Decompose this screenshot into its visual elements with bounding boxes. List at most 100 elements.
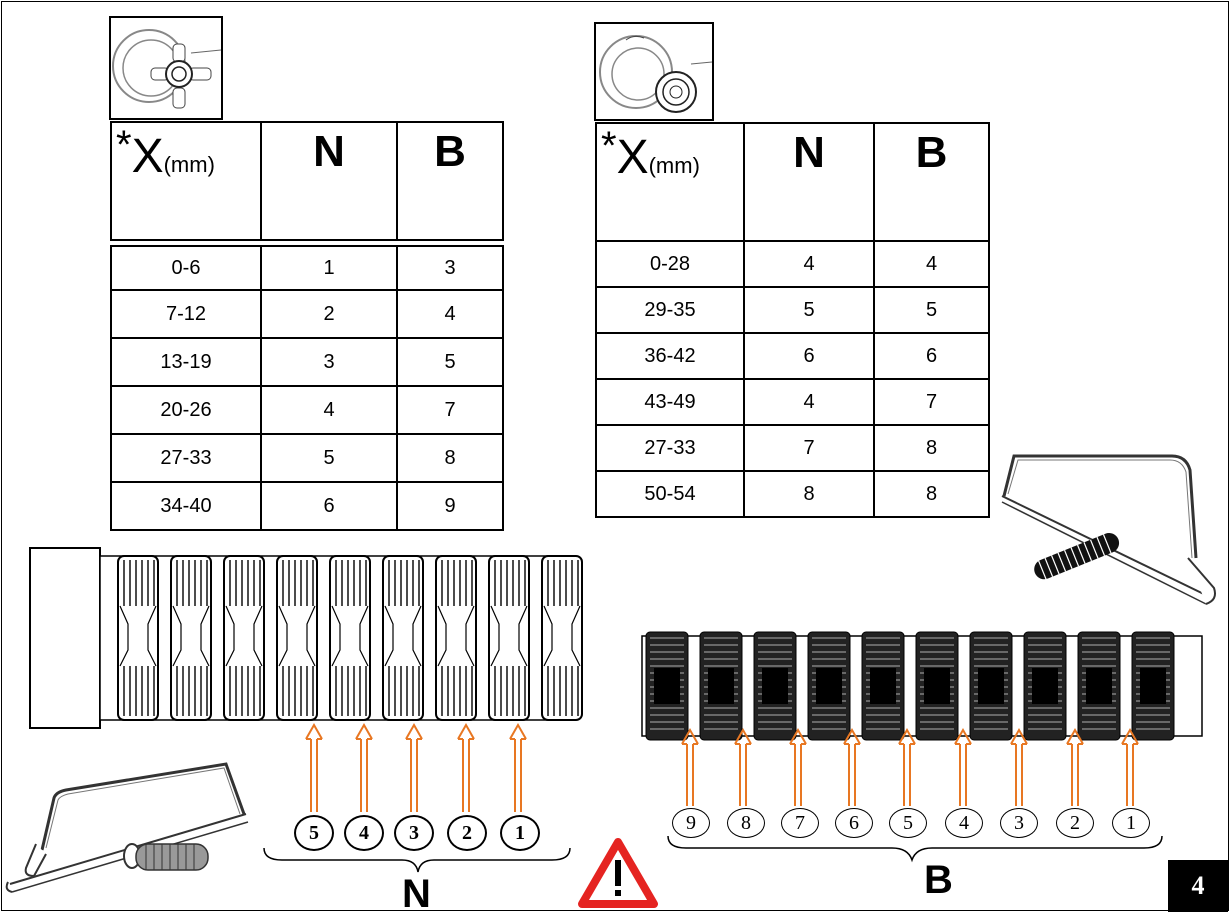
cut-arrow (1121, 727, 1139, 806)
b-ring (861, 631, 905, 741)
cell: 50-54 (595, 470, 745, 518)
n-collar (276, 555, 318, 721)
cell: 8 (873, 424, 990, 472)
warning-icon (578, 838, 658, 908)
cell: 0-6 (110, 245, 262, 291)
cell: 20-26 (110, 385, 262, 435)
cell: 3 (396, 245, 504, 291)
n-collar (488, 555, 530, 721)
b-position-marker: 9 (672, 808, 710, 838)
n-extension-rod-drawing (29, 547, 583, 729)
n-collar (541, 555, 583, 721)
cell: 8 (873, 470, 990, 518)
cut-arrow (355, 722, 373, 812)
b-ring (699, 631, 743, 741)
cut-arrow (843, 727, 861, 806)
header-x-mm: *X(mm) (595, 122, 745, 242)
n-label: N (402, 872, 431, 916)
n-position-marker: 1 (500, 815, 540, 851)
cut-arrow (954, 727, 972, 806)
b-ring (645, 631, 689, 741)
cell: 4 (396, 289, 504, 339)
header-b: B (873, 122, 990, 242)
header-n: N (743, 122, 875, 242)
cut-arrow (457, 722, 475, 812)
header-x-mm: *X(mm) (110, 121, 262, 241)
cell: 1 (260, 245, 398, 291)
b-position-marker: 7 (781, 808, 819, 838)
cell: 7-12 (110, 289, 262, 339)
hacksaw-icon (5, 762, 249, 893)
cut-arrow (405, 722, 423, 812)
cell: 36-42 (595, 332, 745, 380)
cut-arrow (789, 727, 807, 806)
b-position-marker: 8 (727, 808, 765, 838)
n-collar (117, 555, 159, 721)
cross-handle-valve-icon (109, 16, 223, 120)
hacksaw-icon (1001, 454, 1216, 605)
cut-arrow (734, 727, 752, 806)
b-ring (753, 631, 797, 741)
cell: 29-35 (595, 286, 745, 334)
cell: 5 (873, 286, 990, 334)
cell: 4 (260, 385, 398, 435)
b-extension-rod-drawing (641, 631, 1203, 741)
cell: 34-40 (110, 481, 262, 531)
b-ring (969, 631, 1013, 741)
table-row (111, 239, 503, 247)
cut-arrow (1066, 727, 1084, 806)
cell: 7 (743, 424, 875, 472)
n-position-marker: 3 (394, 815, 434, 851)
cell: 7 (873, 378, 990, 426)
b-ring (1023, 631, 1067, 741)
cell: 13-19 (110, 337, 262, 387)
cell: 27-33 (110, 433, 262, 483)
round-knob-valve-icon (594, 22, 714, 121)
cut-arrow (509, 722, 527, 812)
table-header-row: *X(mm) N B (110, 121, 504, 241)
b-ring (1131, 631, 1175, 741)
cell: 8 (743, 470, 875, 518)
cut-arrow (305, 722, 323, 812)
cell: 43-49 (595, 378, 745, 426)
n-brace (263, 847, 571, 873)
cell: 5 (260, 433, 398, 483)
cell: 0-28 (595, 240, 745, 288)
n-collar (170, 555, 212, 721)
cell: 6 (743, 332, 875, 380)
cut-arrow (898, 727, 916, 806)
n-collar (435, 555, 477, 721)
cut-arrow (681, 727, 699, 806)
cell: 7 (396, 385, 504, 435)
cell: 4 (743, 240, 875, 288)
b-brace (667, 835, 1163, 863)
b-position-marker: 1 (1112, 808, 1150, 838)
b-position-marker: 6 (835, 808, 873, 838)
b-label: B (924, 858, 953, 902)
cell: 5 (396, 337, 504, 387)
b-position-marker: 3 (1000, 808, 1038, 838)
cell: 4 (743, 378, 875, 426)
b-ring (807, 631, 851, 741)
cell: 9 (396, 481, 504, 531)
n-position-marker: 2 (447, 815, 487, 851)
cell: 6 (873, 332, 990, 380)
n-collar (329, 555, 371, 721)
cell: 4 (873, 240, 990, 288)
b-ring (915, 631, 959, 741)
b-position-marker: 4 (945, 808, 983, 838)
n-collar (382, 555, 424, 721)
cell: 6 (260, 481, 398, 531)
n-position-marker: 5 (294, 815, 334, 851)
